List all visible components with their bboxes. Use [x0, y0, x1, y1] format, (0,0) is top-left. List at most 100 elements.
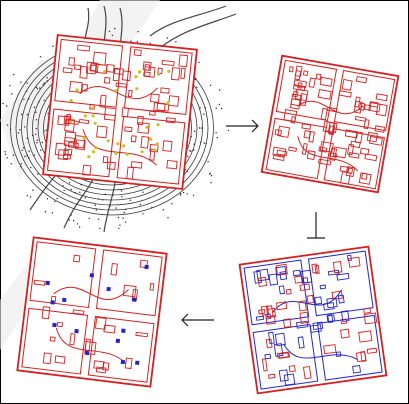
vegetation-marker [87, 155, 91, 159]
dot [40, 149, 42, 151]
building [302, 70, 309, 77]
dot [21, 149, 23, 151]
dot [26, 82, 28, 84]
building [162, 140, 173, 152]
building [314, 264, 320, 275]
building [363, 307, 371, 314]
dot [54, 200, 56, 203]
house [135, 360, 140, 366]
dot [27, 157, 30, 159]
road-curve [283, 343, 359, 361]
building [306, 150, 316, 161]
city-block [95, 249, 163, 317]
dot [76, 223, 79, 225]
dot [56, 197, 58, 200]
building [319, 141, 334, 153]
building [299, 311, 310, 324]
dot [112, 194, 114, 196]
building [268, 331, 275, 345]
dot [36, 88, 38, 90]
vegetation-marker [153, 148, 157, 152]
process-arrows [181, 119, 325, 327]
house [84, 350, 90, 356]
building [81, 83, 89, 92]
dot [88, 217, 91, 220]
city-block [275, 59, 338, 122]
building [121, 107, 129, 118]
building [57, 115, 70, 126]
vegetation-marker [116, 142, 120, 146]
building [275, 265, 287, 276]
building [93, 360, 105, 370]
building [160, 87, 170, 94]
building [298, 300, 307, 312]
building [63, 136, 75, 147]
dot [186, 193, 188, 195]
dot [4, 151, 6, 153]
dot [193, 130, 196, 132]
dot [10, 163, 12, 165]
building [297, 336, 305, 349]
building [168, 95, 180, 107]
building [309, 324, 322, 333]
building [363, 312, 378, 325]
vegetation-marker [138, 70, 142, 74]
road-curve [53, 286, 129, 301]
vegetation-marker [114, 151, 118, 156]
dot [120, 190, 123, 192]
dot [26, 137, 28, 139]
building [344, 129, 359, 139]
dot [139, 203, 141, 206]
dot [129, 199, 131, 201]
building [126, 166, 134, 180]
building [319, 284, 327, 290]
building [288, 146, 297, 152]
building [374, 125, 386, 133]
mixed-layout-panel [238, 245, 388, 395]
building [364, 153, 378, 162]
city-block [323, 128, 385, 190]
dot [215, 107, 217, 109]
building [95, 63, 108, 74]
dot [74, 192, 76, 194]
building [341, 310, 350, 322]
dot [43, 82, 45, 84]
dot [62, 185, 64, 187]
building [331, 290, 343, 300]
building [102, 156, 109, 164]
dot [29, 196, 32, 198]
building [156, 102, 170, 112]
dot [43, 99, 45, 102]
vegetation-marker [69, 99, 73, 103]
dot [63, 189, 65, 192]
dot [198, 61, 200, 64]
dot [97, 218, 100, 220]
building [62, 154, 72, 160]
building [290, 116, 296, 124]
dot [102, 199, 104, 201]
building [299, 283, 311, 292]
dot [111, 34, 114, 37]
dot [36, 142, 38, 144]
building [375, 103, 388, 117]
city-block [333, 69, 396, 132]
house [74, 328, 79, 334]
dot [30, 166, 32, 169]
house [144, 264, 149, 270]
panel-frame [16, 236, 168, 388]
dot [218, 103, 221, 106]
dot [46, 198, 49, 200]
dot [121, 196, 123, 198]
vegetation-marker [134, 75, 138, 79]
dot [35, 133, 37, 136]
dot [68, 182, 71, 184]
building [265, 338, 273, 349]
house [89, 273, 95, 278]
building [278, 285, 286, 295]
dot [200, 127, 203, 129]
building [311, 263, 318, 274]
building [73, 254, 81, 263]
dot [5, 105, 8, 107]
dot [220, 107, 223, 110]
dot [33, 154, 36, 156]
